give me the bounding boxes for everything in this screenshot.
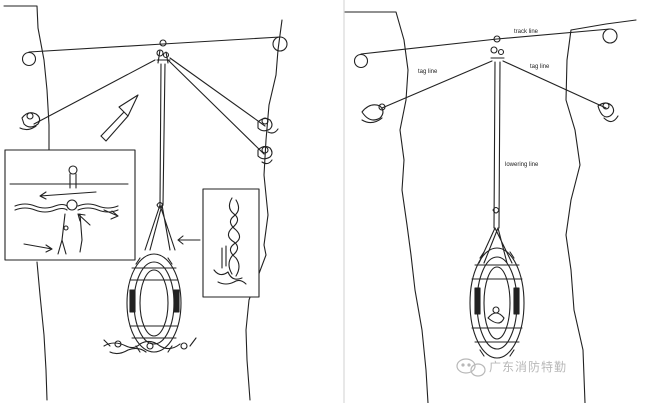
tag-line-left [33, 59, 156, 125]
inset-arrow-top [39, 191, 97, 200]
direction-arrow-tail [100, 115, 129, 142]
left-anchor [21, 51, 37, 67]
right-panel-raft-icon [469, 206, 525, 359]
right-panel-right-anchor [602, 28, 618, 44]
right-panel-right-bank [565, 19, 637, 403]
lowering-line [159, 63, 162, 206]
left-bank-lower-outline [36, 261, 48, 401]
right-bank-outline [245, 19, 283, 401]
right-panel-pulley-icon [490, 35, 505, 59]
rescuer-left-icon [19, 112, 41, 131]
left-panel [3, 5, 288, 401]
rescuer-right-lower-icon [257, 145, 273, 165]
swimmers-icon [103, 337, 197, 355]
right-panel-rescuer-right-icon [597, 102, 619, 123]
right-panel-left-bank [344, 11, 429, 403]
right-panel-lowering-line-secondary [498, 61, 501, 229]
lowering-line-label: lowering line [505, 162, 539, 168]
lowering-line-secondary [162, 63, 166, 206]
pulley-icon [156, 39, 171, 64]
raft-icon [126, 201, 182, 353]
direction-arrow [100, 94, 139, 137]
right-panel-tag-line-right [502, 60, 607, 109]
inset-arrow-bottom [23, 243, 53, 253]
tag-line-right-lower [167, 59, 265, 155]
knot-detail-inset [202, 188, 260, 298]
inset-pointer-arrow [177, 235, 201, 245]
right-panel-lowering-line [493, 61, 496, 229]
track-line [28, 36, 281, 53]
track-line-label: track line [514, 29, 539, 35]
rescuer-right-upper-icon [257, 117, 279, 134]
tag-line-right-upper [169, 57, 266, 127]
tag-line-right-label: tag line [530, 64, 550, 70]
right-panel-left-anchor [353, 53, 369, 69]
watermark-logo-icon [456, 358, 486, 377]
left-bank-outline [3, 5, 50, 151]
tag-line-left-label: tag line [418, 69, 438, 75]
right-panel [344, 11, 637, 403]
inset-arrow-right [103, 209, 119, 220]
right-panel-tag-line-left [381, 60, 493, 109]
right-panel-track-line [360, 28, 611, 55]
inset-arrow-mid [77, 213, 91, 226]
pulley-detail-inset [4, 149, 136, 261]
right-panel-rescuer-left-icon [361, 103, 386, 124]
watermark-text: 广东消防特勤 [489, 359, 567, 374]
